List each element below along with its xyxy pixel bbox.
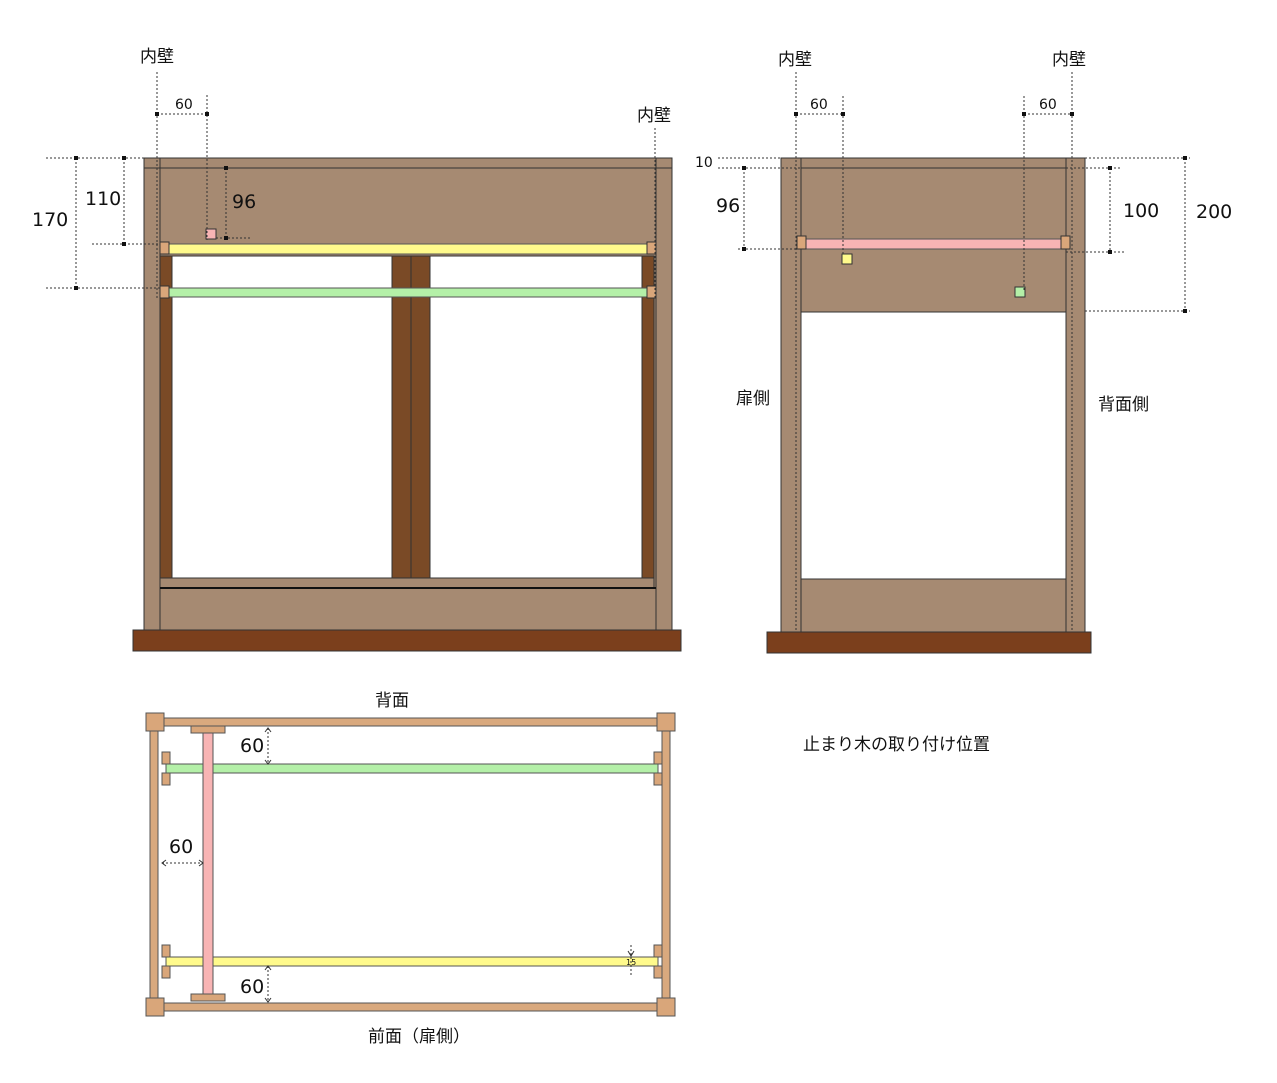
side-view-inner-wall-right-label: 内壁 bbox=[1052, 50, 1086, 70]
side-view-pink-perch-block-right bbox=[1060, 235, 1071, 250]
front-view-bottom-rail bbox=[159, 577, 655, 589]
top-view-yellow-perch bbox=[165, 956, 659, 967]
front-view-inner-wall-right-label: 内壁 bbox=[637, 106, 671, 126]
top-view-yellow-perch-block-left-b bbox=[161, 965, 171, 979]
top-view-rail-bottom bbox=[155, 1002, 669, 1012]
top-view-dim-60-left: 60 bbox=[169, 836, 193, 858]
side-view-yellow-marker bbox=[841, 253, 853, 265]
top-view-rail-left bbox=[149, 727, 159, 1002]
side-view: 内壁 内壁 60 60 10 96 100 bbox=[695, 50, 1232, 654]
side-view-green-marker bbox=[1014, 286, 1026, 298]
side-view-opening bbox=[800, 311, 1067, 580]
top-view-green-perch-block-right-a bbox=[653, 751, 663, 765]
front-view: 内壁 内壁 60 170 110 96 bbox=[32, 47, 682, 652]
front-view-inner-wall-left-label: 内壁 bbox=[140, 47, 174, 67]
front-view-dim-96: 96 bbox=[232, 191, 256, 213]
front-view-yellow-perch-block-right bbox=[646, 241, 657, 255]
top-view-dim-60-top: 60 bbox=[240, 735, 264, 757]
top-view-green-perch bbox=[165, 763, 659, 774]
top-view-rail-right bbox=[661, 727, 671, 1002]
front-view-dim-110: 110 bbox=[85, 188, 121, 210]
top-view-yellow-perch-block-left-a bbox=[161, 944, 171, 958]
top-view-corner-post-tr bbox=[656, 712, 676, 732]
top-view-pink-perch-block-top bbox=[190, 725, 226, 734]
front-view-dim-60: 60 bbox=[175, 97, 193, 113]
side-view-pink-perch bbox=[804, 238, 1063, 250]
top-view-green-perch-block-left-a bbox=[161, 751, 171, 765]
side-view-dim-96: 96 bbox=[716, 195, 740, 217]
top-view-dim-60-bottom: 60 bbox=[240, 976, 264, 998]
side-view-base bbox=[766, 631, 1092, 654]
side-view-inner-wall-left-label: 内壁 bbox=[778, 50, 812, 70]
front-view-right-strip bbox=[641, 255, 655, 579]
front-view-left-strip bbox=[159, 255, 173, 579]
top-view-corner-post-tl bbox=[145, 712, 165, 732]
front-view-pink-marker bbox=[205, 228, 217, 240]
top-view-pink-perch bbox=[202, 729, 214, 999]
top-view-pink-perch-block-bottom bbox=[190, 993, 226, 1002]
side-view-pink-perch-block-left bbox=[796, 235, 807, 250]
front-view-green-perch-block-left bbox=[159, 285, 170, 299]
top-view-corner-post-br bbox=[656, 997, 676, 1017]
top-view-yellow-perch-block-right-b bbox=[653, 965, 663, 979]
front-view-center-post-left bbox=[391, 255, 412, 579]
side-view-dim-10: 10 bbox=[695, 155, 713, 171]
top-view-dim-15: 15 bbox=[626, 958, 636, 967]
top-view-back-label: 背面 bbox=[375, 691, 409, 711]
top-view-yellow-perch-block-right-a bbox=[653, 944, 663, 958]
top-view-green-perch-block-right-b bbox=[653, 772, 663, 786]
front-view-dim-170: 170 bbox=[32, 209, 68, 231]
side-view-dim-100: 100 bbox=[1123, 200, 1159, 222]
front-view-green-perch-block-right bbox=[646, 285, 657, 299]
top-view-rail-top bbox=[155, 717, 669, 727]
caption: 止まり木の取り付け位置 bbox=[803, 735, 990, 755]
front-view-base bbox=[132, 629, 682, 652]
front-view-yellow-perch bbox=[165, 243, 651, 255]
top-view-green-perch-block-left-b bbox=[161, 772, 171, 786]
side-view-dim-200: 200 bbox=[1196, 201, 1232, 223]
top-view: 背面 前面（扉側） 60 bbox=[145, 691, 676, 1047]
front-view-yellow-perch-block-left bbox=[159, 241, 170, 255]
front-view-center-post-right bbox=[410, 255, 431, 579]
side-view-dim-60-left: 60 bbox=[810, 97, 828, 113]
front-view-green-perch bbox=[165, 287, 651, 298]
top-view-corner-post-bl bbox=[145, 997, 165, 1017]
side-view-dim-60-right: 60 bbox=[1039, 97, 1057, 113]
top-view-front-label: 前面（扉側） bbox=[368, 1027, 470, 1047]
side-view-door-side-label: 扉側 bbox=[736, 389, 770, 409]
side-view-back-side-label: 背面側 bbox=[1098, 395, 1149, 415]
